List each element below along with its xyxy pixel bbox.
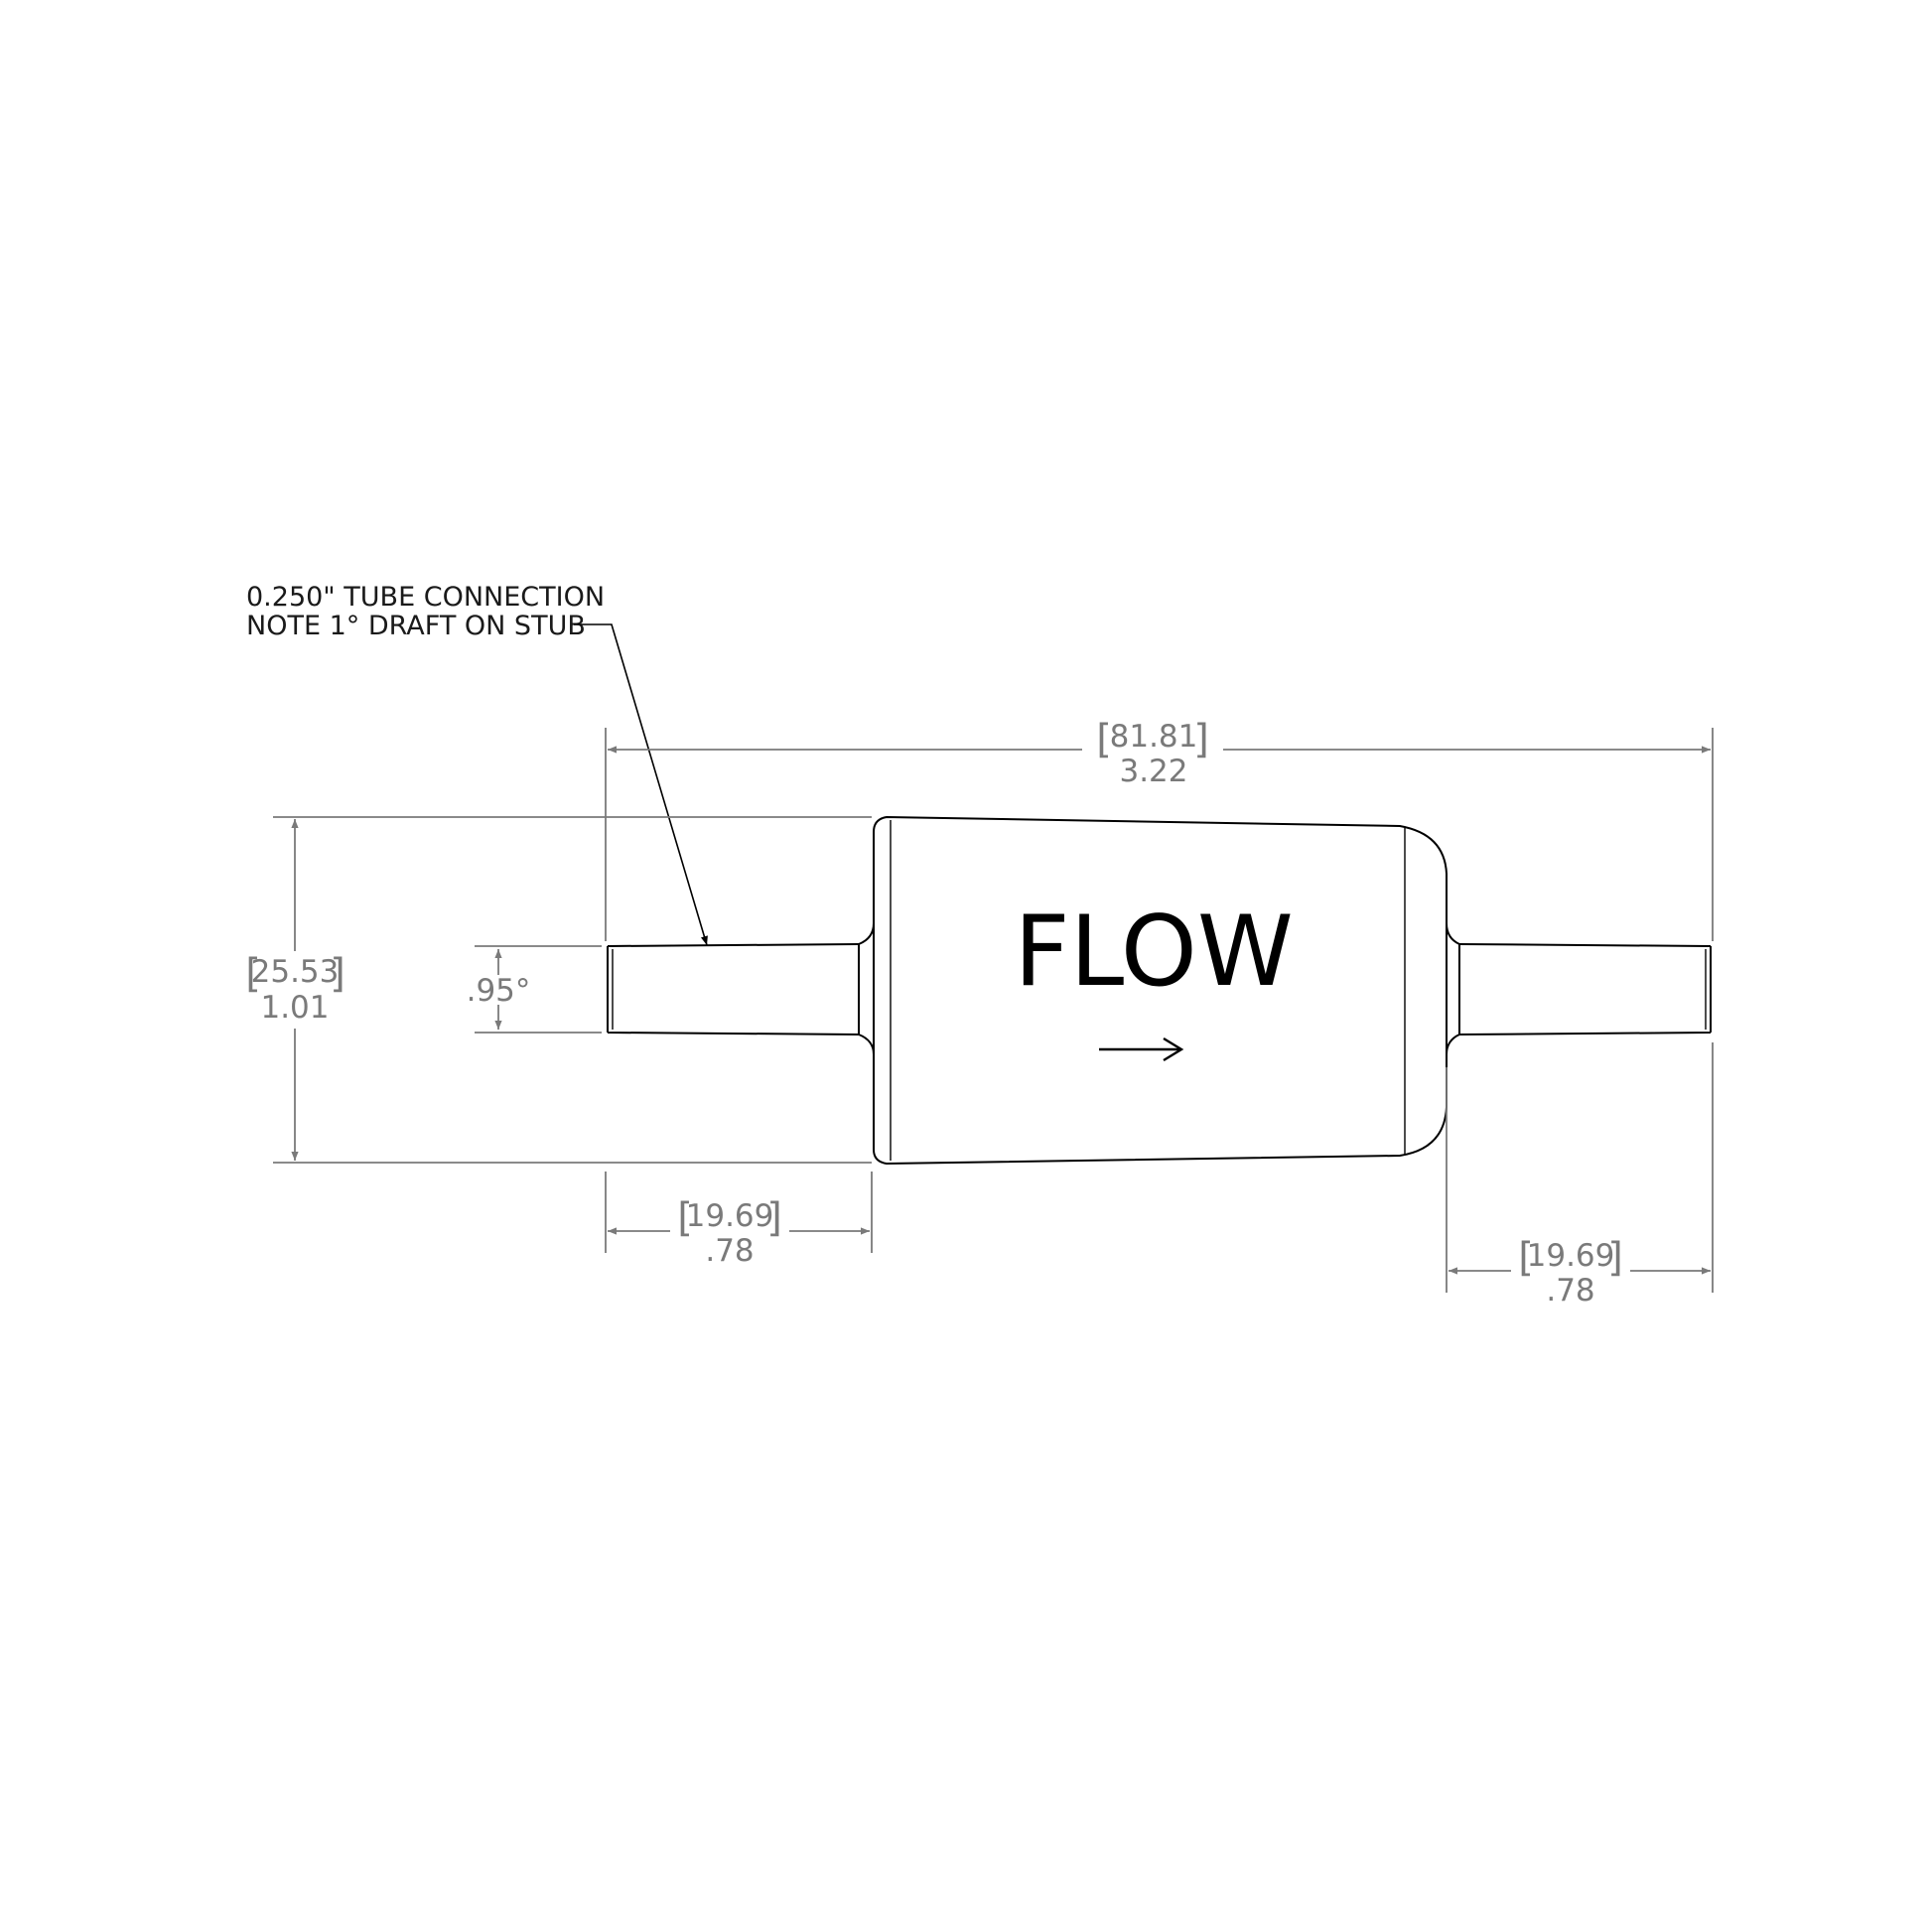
svg-text:[: [: [677, 1195, 693, 1241]
right-stub-length-in: .78: [1546, 1273, 1594, 1309]
check-valve-part: [607, 815, 1712, 1166]
stub-draft-value: .95°: [467, 973, 531, 1009]
note-leader-line: [574, 623, 708, 946]
right-stub-length-mm: 19.69: [1527, 1238, 1615, 1274]
body-height-dimension: [ ] 25.53 1.01: [245, 816, 872, 1164]
left-stub-length-dimension: [ ] 19.69 .78: [605, 1172, 873, 1269]
right-stub-length-dimension: [ ] 19.69 .78: [1446, 1042, 1714, 1309]
svg-text:]: ]: [1193, 717, 1209, 762]
valve-body: [873, 815, 1448, 1166]
right-stub-fillet: [1446, 922, 1460, 1055]
note-line-1: 0.250" TUBE CONNECTION: [246, 582, 605, 613]
svg-text:[: [: [1096, 717, 1112, 762]
svg-text:]: ]: [766, 1195, 782, 1241]
left-stub: [607, 943, 860, 1035]
svg-text:]: ]: [1607, 1235, 1623, 1281]
left-stub-length-mm: 19.69: [686, 1198, 774, 1234]
overall-length-in: 3.22: [1119, 754, 1187, 789]
flow-label: FLOW: [1014, 896, 1294, 1009]
svg-text:]: ]: [330, 951, 345, 997]
right-stub: [1458, 943, 1712, 1035]
left-stub-length-in: .78: [705, 1233, 754, 1269]
note-line-2: NOTE 1° DRAFT ON STUB: [246, 611, 586, 641]
overall-length-dimension: [ ] 81.81 3.22: [605, 717, 1714, 941]
body-height-mm: 25.53: [251, 954, 340, 990]
overall-length-mm: 81.81: [1110, 719, 1198, 755]
flow-arrow-icon: [1099, 1036, 1184, 1062]
svg-text:[: [: [245, 951, 261, 997]
svg-text:[: [: [1518, 1235, 1534, 1281]
stub-draft-dimension: .95°: [467, 945, 602, 1034]
body-height-in: 1.01: [260, 990, 329, 1026]
left-stub-fillet: [858, 922, 875, 1055]
